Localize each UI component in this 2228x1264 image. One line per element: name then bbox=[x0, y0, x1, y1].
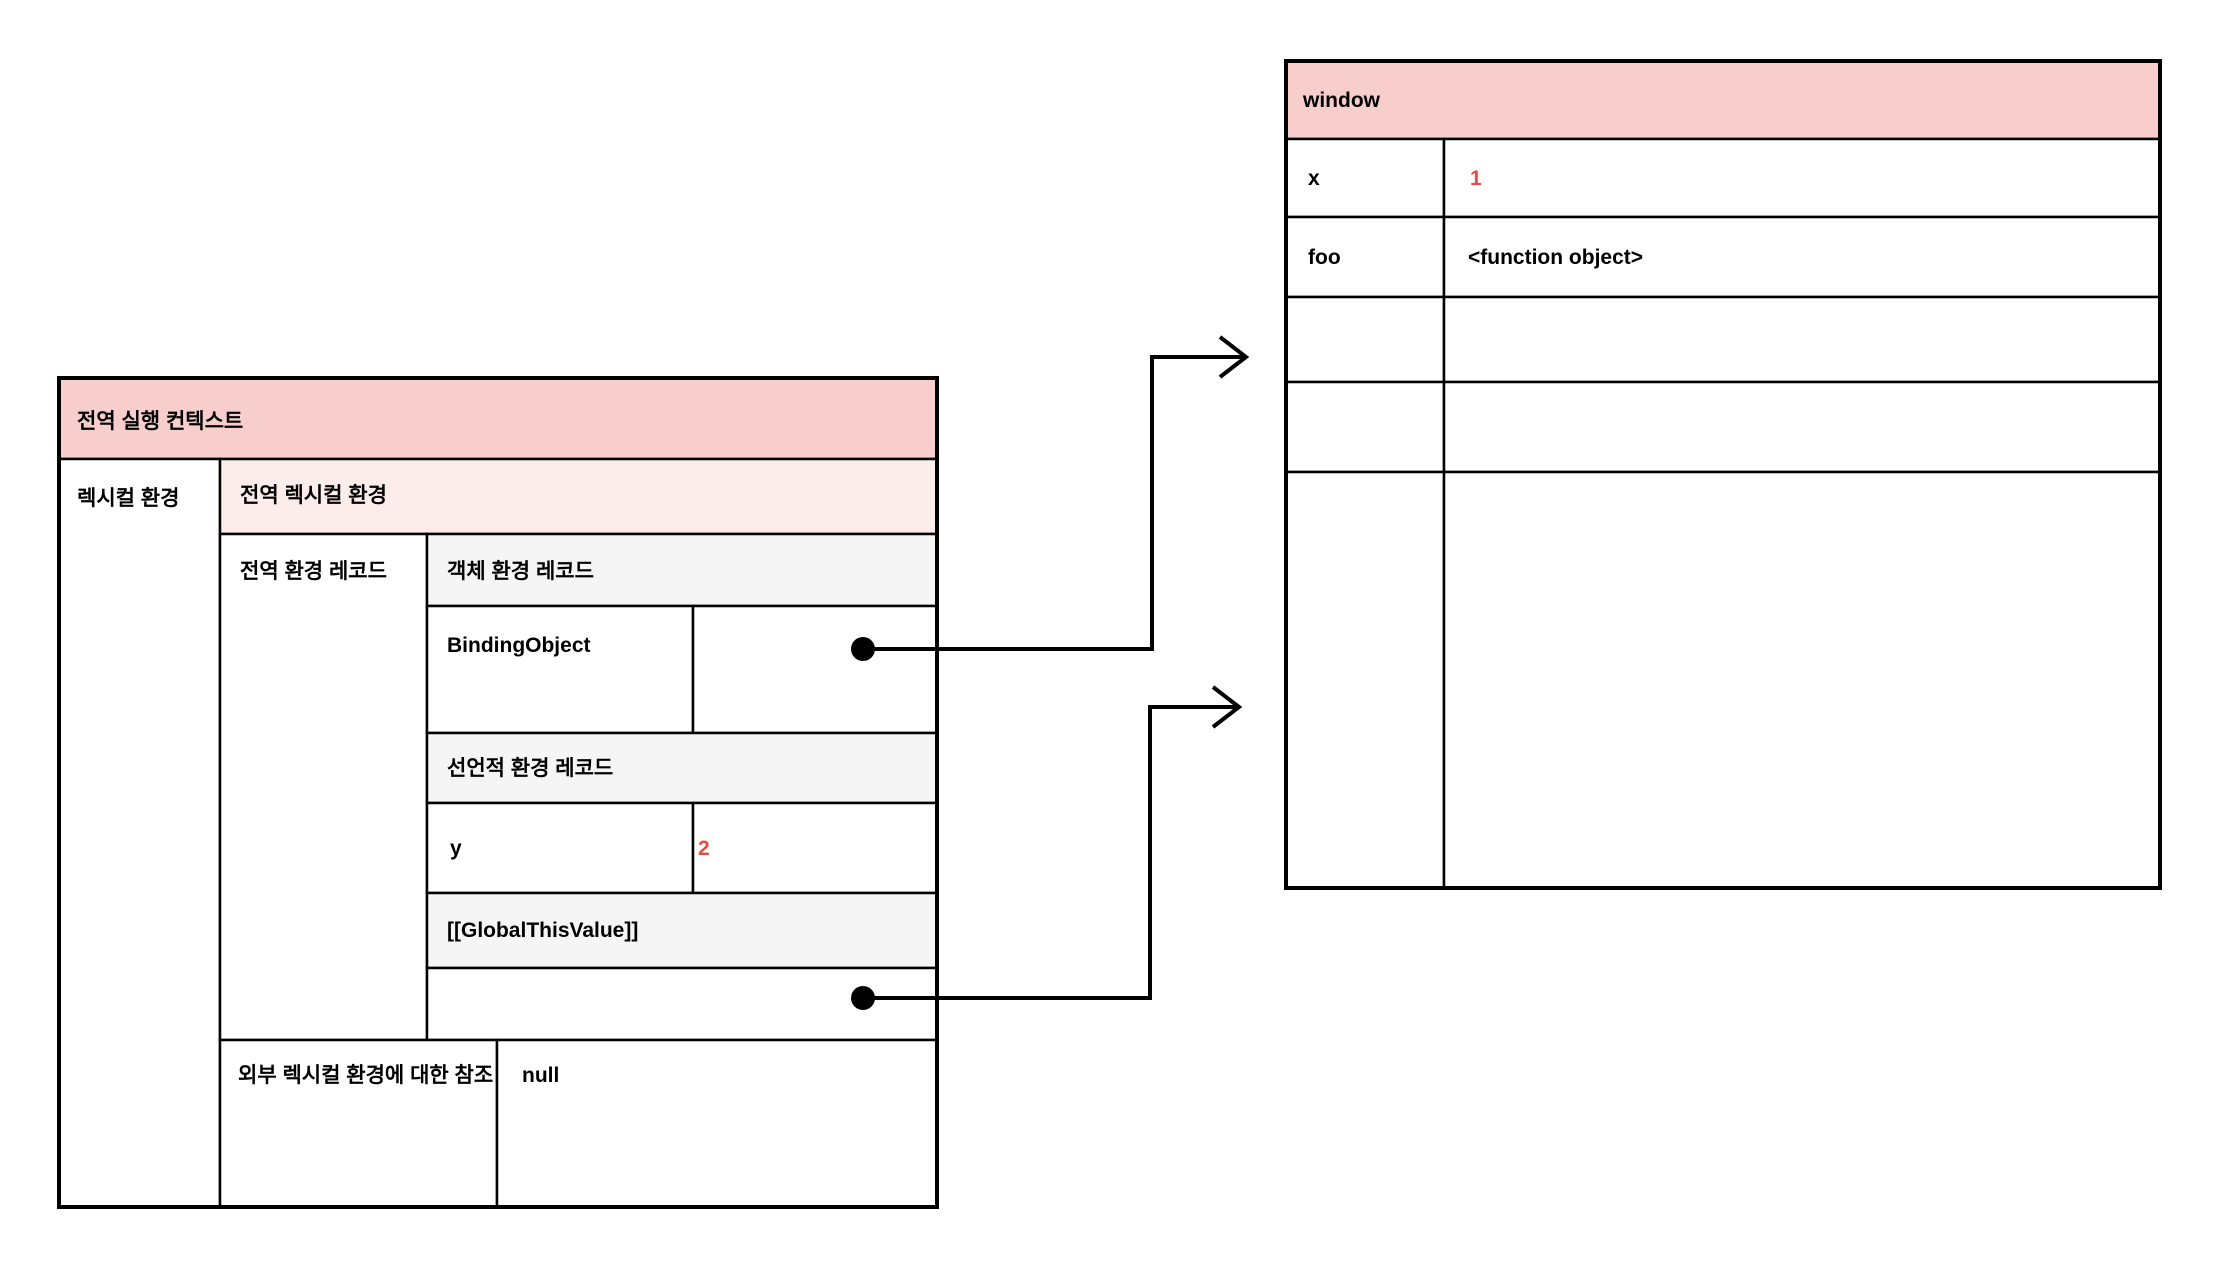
window-row-value-cell bbox=[1442, 215, 2162, 299]
window-row-key: x bbox=[1308, 167, 1320, 190]
outer-reference-value: null bbox=[522, 1064, 559, 1087]
connector-line bbox=[863, 355, 1245, 651]
global-execution-context-table: 전역 실행 컨텍스트 렉시컬 환경 전역 렉시컬 환경 전역 환경 레코드 객체… bbox=[57, 376, 939, 1209]
outer-reference-label: 외부 렉시컬 환경에 대한 참조 bbox=[238, 1064, 493, 1087]
window-row-value: 1 bbox=[1470, 167, 1482, 190]
declarative-environment-record-header: 선언적 환경 레코드 bbox=[447, 757, 613, 780]
binding-object-label-cell bbox=[425, 604, 695, 735]
gec-title-cell bbox=[57, 376, 939, 461]
window-row-key-cell bbox=[1284, 215, 1446, 299]
window-title-cell bbox=[1284, 59, 2162, 141]
binding-object-label: BindingObject bbox=[447, 634, 591, 657]
declarative-entry-name: y bbox=[450, 837, 462, 860]
binding-object-to-window-connector bbox=[851, 335, 1250, 661]
global-environment-record-label: 전역 환경 레코드 bbox=[240, 560, 387, 583]
window-row-value-cell bbox=[1442, 295, 2162, 384]
window-row-key: foo bbox=[1308, 246, 1341, 269]
gec-title: 전역 실행 컨텍스트 bbox=[77, 410, 243, 433]
window-row-key-cell bbox=[1284, 380, 1446, 474]
window-row-value-cell bbox=[1442, 380, 2162, 474]
arrowhead-icon bbox=[1211, 685, 1243, 729]
global-environment-record-cell bbox=[218, 532, 429, 1042]
global-this-to-window-connector bbox=[851, 685, 1243, 1010]
gec-table-border bbox=[57, 376, 939, 1209]
outer-reference-value-cell bbox=[495, 1038, 939, 1209]
window-row-key-cell bbox=[1284, 295, 1446, 384]
global-lexical-environment-cell bbox=[218, 457, 939, 536]
window-row-value-cell bbox=[1442, 137, 2162, 219]
global-this-value-header: [[GlobalThisValue]] bbox=[447, 919, 638, 942]
window-row-key-cell bbox=[1284, 470, 1446, 890]
binding-object-value-cell bbox=[691, 604, 939, 735]
window-table-border bbox=[1284, 59, 2162, 890]
object-environment-record-header-cell bbox=[425, 532, 939, 608]
window-row-value: <function object> bbox=[1468, 246, 1643, 269]
lexical-environment-cell bbox=[57, 457, 222, 1209]
window-row-value-cell bbox=[1442, 470, 2162, 890]
window-title: window bbox=[1302, 89, 1381, 112]
connector-line bbox=[863, 705, 1238, 1000]
declarative-entry-name-cell bbox=[425, 801, 695, 895]
declarative-entry-value: 2 bbox=[698, 837, 710, 860]
window-object-table: window x 1 foo <function object> bbox=[1284, 59, 2162, 890]
object-environment-record-header: 객체 환경 레코드 bbox=[447, 560, 594, 583]
global-this-value-cell bbox=[425, 966, 939, 1042]
arrowhead-icon bbox=[1218, 335, 1250, 379]
global-lexical-environment-label: 전역 렉시컬 환경 bbox=[240, 484, 387, 507]
declarative-entry-value-cell bbox=[691, 801, 939, 895]
lexical-environment-label: 렉시컬 환경 bbox=[77, 487, 179, 510]
